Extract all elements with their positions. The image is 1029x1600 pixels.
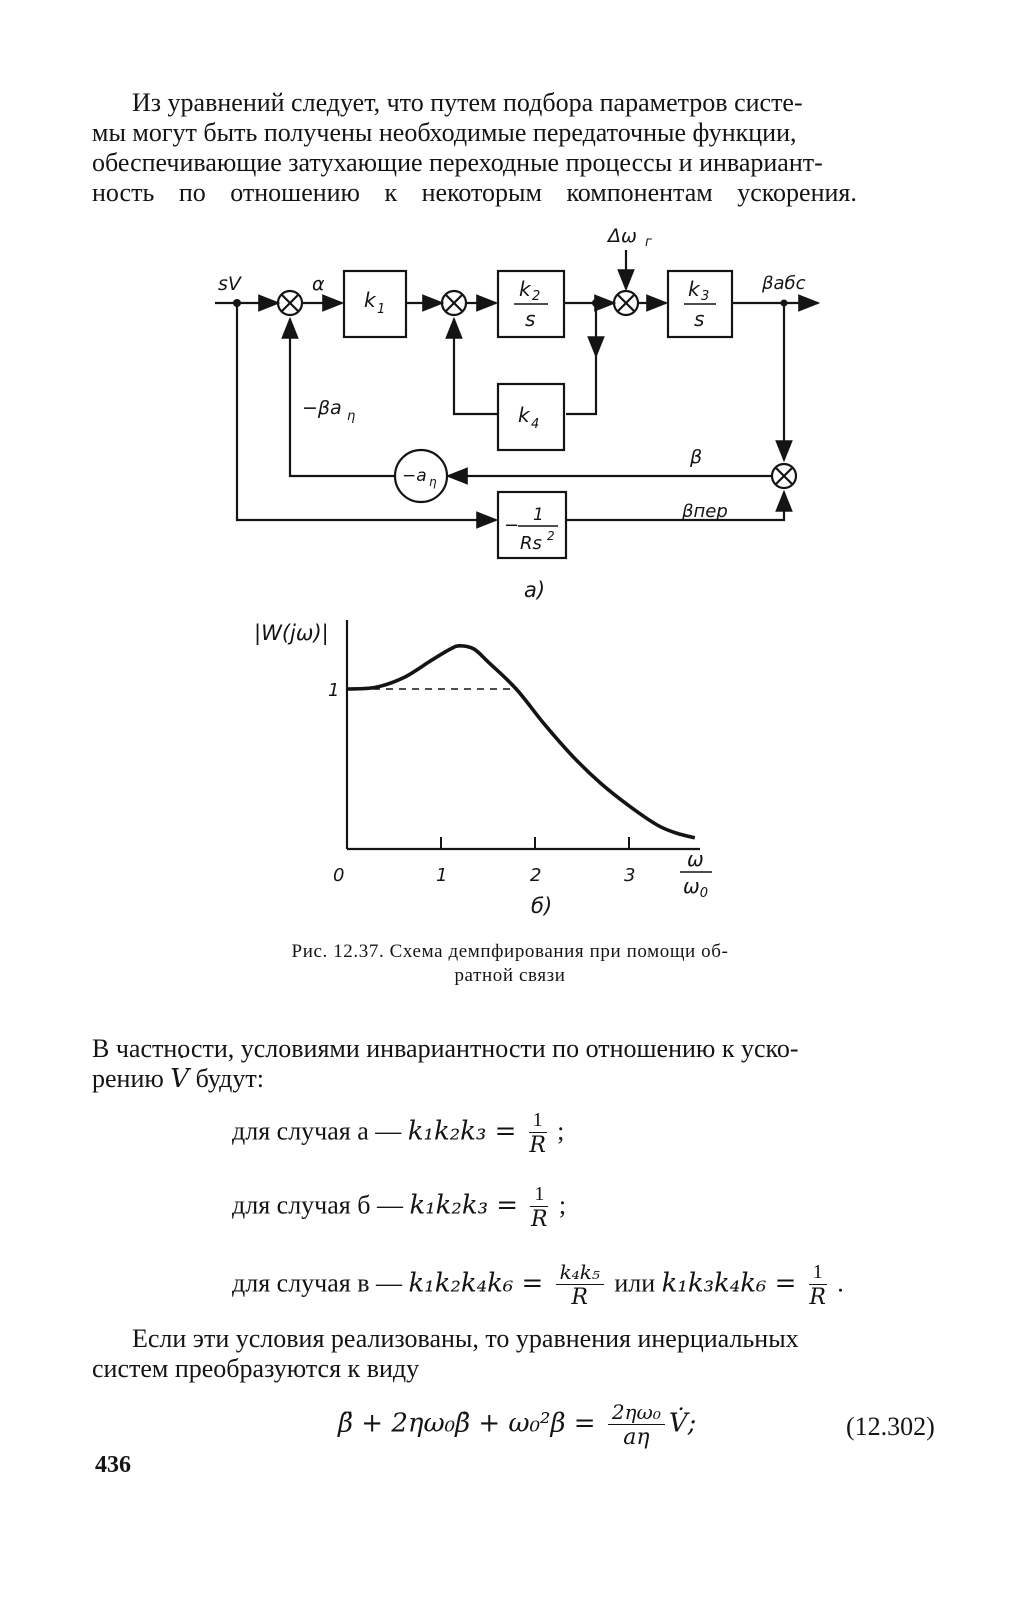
body2-line-2: рению V˙ будут: (92, 1052, 264, 1094)
label-k3-sub: 3 (701, 289, 709, 304)
page-number: 436 (95, 1452, 131, 1478)
label-rs-den: Rs (520, 533, 542, 554)
label-k3: k (688, 277, 701, 301)
label-beta-abs: βабс (761, 273, 806, 294)
body3-line-1: Если эти условия реализованы, то уравнен… (132, 1324, 799, 1353)
label-neg-a-sub: η (429, 475, 437, 489)
body-paragraph-3: Если эти условия реализованы, то уравнен… (92, 1324, 948, 1384)
response-curve (346, 643, 696, 840)
body3-line-2: систем преобразуются к виду (92, 1354, 420, 1383)
y-axis-label: |W(jω)| (254, 621, 329, 646)
x-tick-label-1: 1 (436, 865, 447, 886)
label-beta-per: βпер (681, 501, 728, 522)
caption-line-1: Рис. 12.37. Схема демпфирования при помо… (291, 941, 729, 962)
x-tick-label-2: 2 (530, 865, 541, 886)
label-delta-omega: Δω (606, 225, 637, 247)
v-dot-symbol: V˙ (170, 1052, 190, 1094)
equation-number: (12.302) (846, 1412, 935, 1441)
label-neg-beta-a: −βa (302, 397, 342, 419)
label-k4: k (518, 403, 531, 427)
caption-line-2: ратной связи (454, 965, 566, 986)
label-alpha: α (312, 273, 325, 295)
label-neg-beta-a-sub: η (347, 409, 355, 424)
label-k2: k (519, 277, 532, 301)
chart-sublabel-b: б) (531, 894, 552, 918)
frequency-response-chart: |W(jω)| 1 0 1 2 3 ω ω0 б) (254, 620, 712, 918)
diagram-sublabel-a: a) (524, 578, 545, 602)
label-beta: β (689, 446, 702, 468)
label-k4-sub: 4 (531, 417, 539, 432)
label-k1: k (364, 288, 377, 312)
label-sv: sV (218, 273, 243, 295)
x-tick-label-3: 3 (624, 865, 635, 886)
x-axis-label-num: ω (687, 847, 704, 871)
intro-line-3: обеспечивающие затухающие переходные про… (92, 148, 823, 177)
label-rs-num: 1 (533, 505, 544, 525)
intro-line-2: мы могут быть получены необходимые перед… (92, 118, 797, 147)
label-rs-minus: − (504, 515, 519, 536)
y-tick-label-1: 1 (328, 680, 339, 701)
equation-lhs: β̈ + 2ηω₀β̇ + ω₀²β = (338, 1408, 604, 1439)
body-paragraph-2: В частности, условиями инвариантности по… (92, 1034, 948, 1094)
intro-line-4: ность по отношению к некоторым компонент… (92, 178, 857, 207)
label-k2-den: s (525, 307, 535, 331)
equation-rhs: V̇; (668, 1408, 697, 1439)
label-k3-den: s (694, 307, 704, 331)
x-tick-label-0: 0 (333, 865, 344, 886)
label-neg-a: −a (402, 466, 427, 486)
label-delta-omega-sub: г (645, 235, 652, 250)
x-axis-label-den: ω0 (683, 874, 708, 901)
intro-paragraph: Из уравнений следует, что путем подбора … (92, 88, 948, 208)
figure-caption: Рис. 12.37. Схема демпфирования при помо… (170, 940, 850, 988)
intro-line-1: Из уравнений следует, что путем подбора … (132, 88, 803, 117)
body2-line-1: В частности, условиями инвариантности по… (92, 1034, 799, 1063)
label-k2-sub: 2 (532, 289, 540, 304)
label-k1-sub: 1 (377, 302, 385, 317)
x-ticks (440, 837, 630, 849)
label-rs-sup: 2 (547, 529, 555, 543)
block-diagram: sV α k 1 k 2 s k 3 s k 4 Δω г βабс −βa η… (215, 225, 821, 602)
